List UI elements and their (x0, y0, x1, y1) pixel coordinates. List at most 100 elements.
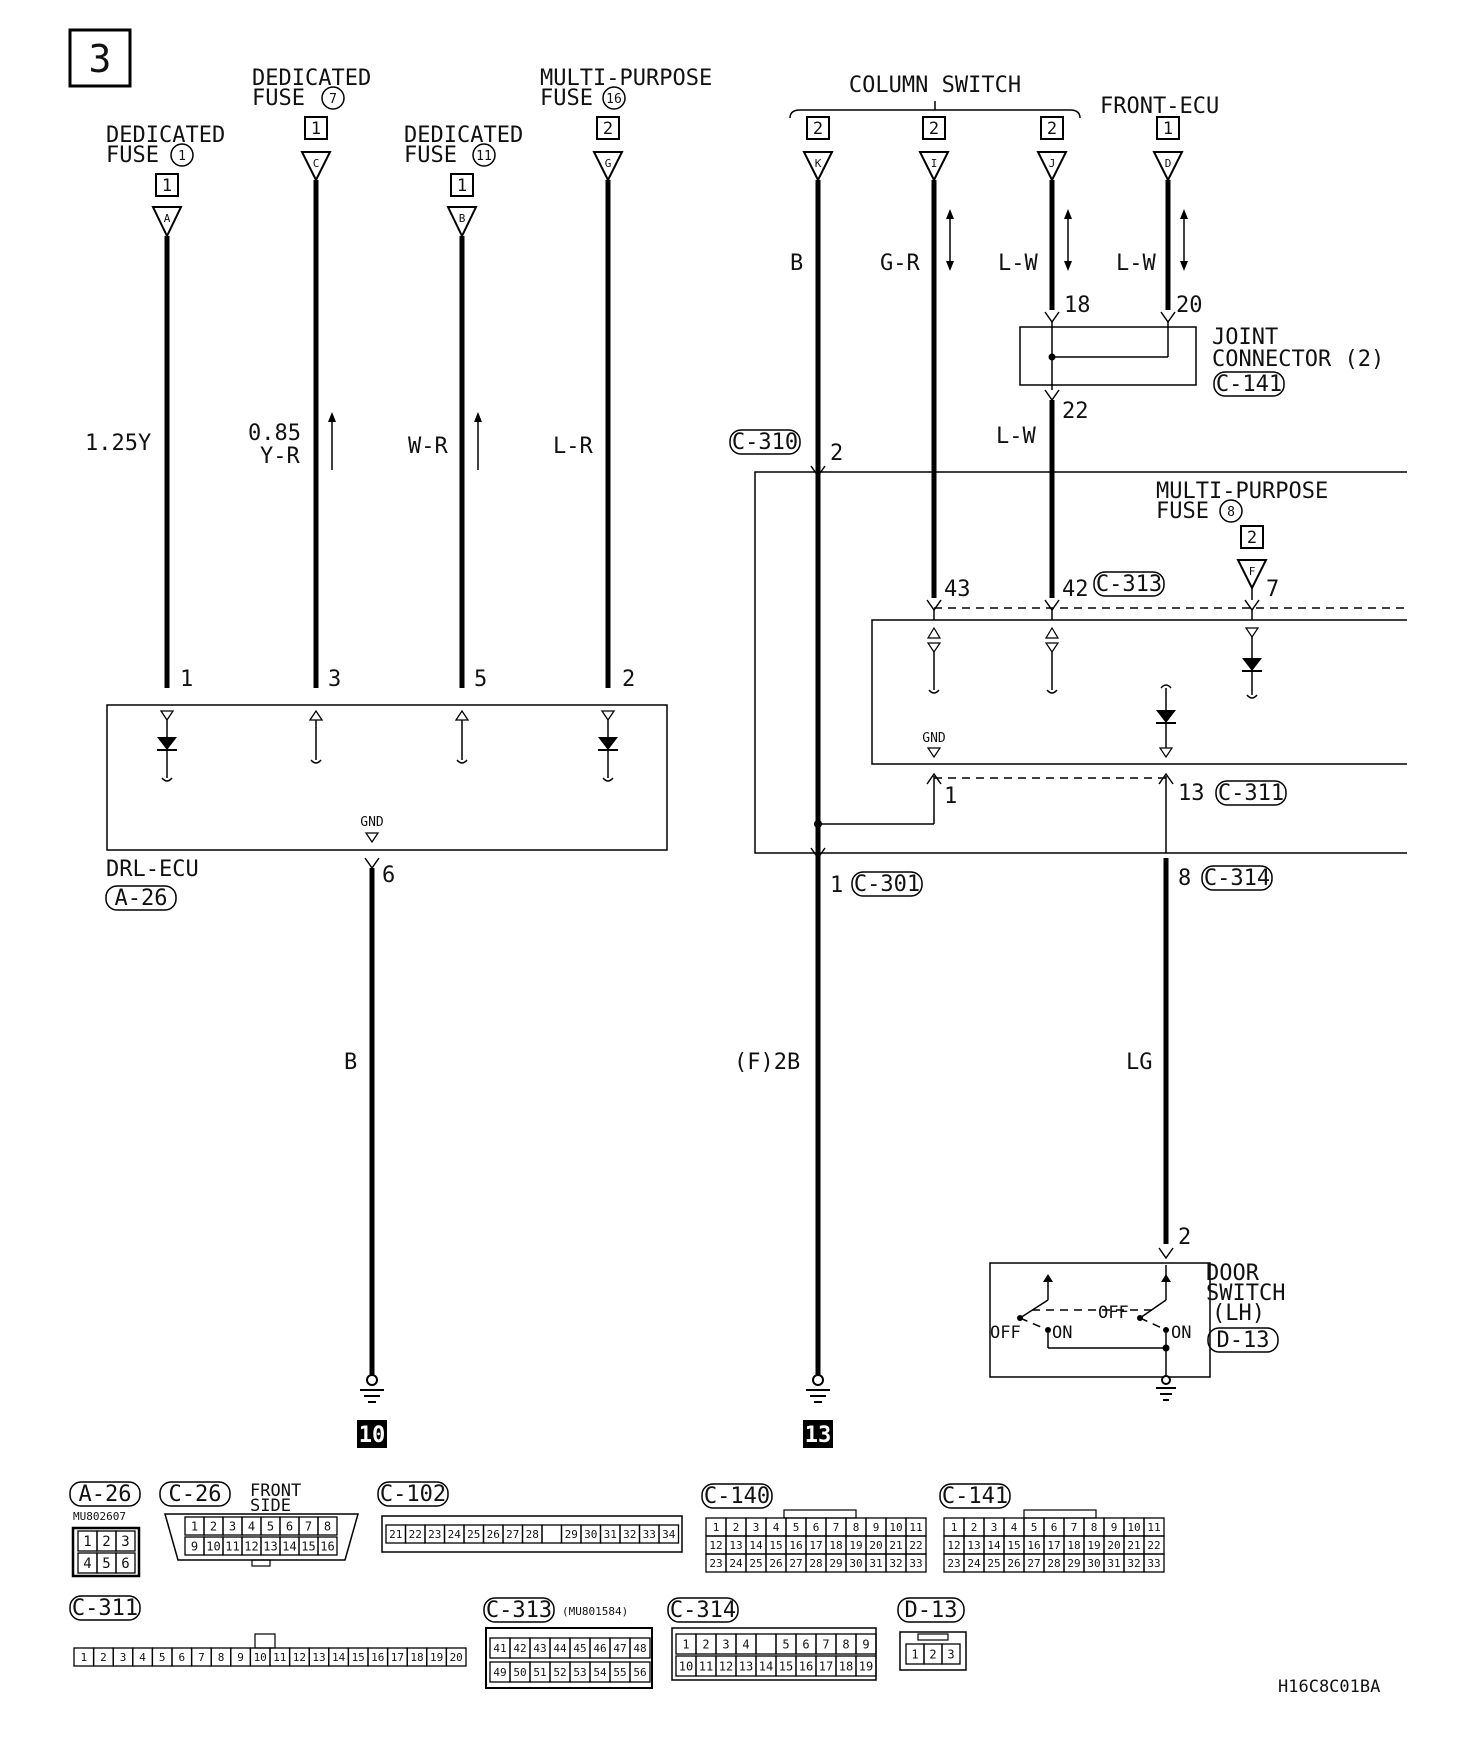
connector-pin-number: 31 (869, 1557, 882, 1570)
connector-pin-number: 1 (83, 1534, 91, 1550)
connector-pin-number: 24 (448, 1528, 462, 1541)
svg-text:DEDICATED: DEDICATED (404, 123, 523, 148)
svg-text:G: G (605, 157, 612, 170)
svg-text:11: 11 (476, 149, 492, 164)
connector-pin-number: 12 (719, 1659, 733, 1673)
connector-pin-number: 9 (1111, 1521, 1118, 1534)
connector-pin-number: 13 (729, 1539, 742, 1552)
page-number: 3 (89, 37, 112, 81)
connector-pin-number: 25 (749, 1557, 762, 1570)
ground-symbol-left (360, 1374, 384, 1403)
svg-text:ON: ON (1171, 1323, 1191, 1343)
connector-pin-number: 1 (911, 1647, 918, 1661)
svg-text:SWITCH: SWITCH (1206, 1281, 1285, 1306)
connector-pin-number: 15 (1007, 1539, 1020, 1552)
terminal-front-ecu-d: FRONT-ECU 1 D (1100, 94, 1219, 183)
connector-pin-number: 2 (100, 1651, 107, 1664)
connector-pin-number: 12 (293, 1651, 306, 1664)
svg-text:FRONT: FRONT (250, 1481, 301, 1501)
svg-text:CONNECTOR (2): CONNECTOR (2) (1212, 347, 1384, 372)
svg-text:42: 42 (1062, 577, 1089, 602)
svg-text:L-W: L-W (996, 424, 1036, 449)
connector-pin-number: 2 (733, 1521, 740, 1534)
svg-text:DOOR: DOOR (1206, 1261, 1260, 1286)
connector-pin-number: 4 (83, 1556, 91, 1572)
connector-pin-cell (629, 1661, 651, 1683)
svg-text:3: 3 (328, 667, 341, 692)
connector-pin-number: 16 (789, 1539, 802, 1552)
connector-pin-number: 15 (779, 1659, 793, 1673)
connector-pin-number: 22 (1147, 1539, 1160, 1552)
svg-text:MU802607: MU802607 (73, 1510, 126, 1523)
ground-symbol-right (806, 1374, 830, 1403)
svg-text:10: 10 (359, 1423, 386, 1448)
connector-pin-number: 47 (613, 1642, 626, 1655)
connector-pin-number: 11 (699, 1659, 713, 1673)
connector-pin-number: 19 (1087, 1539, 1100, 1552)
connector-pin-number: 21 (889, 1539, 902, 1552)
terminal-column-switch-j: 2 J (1036, 116, 1068, 183)
connector-pin-number: 25 (467, 1528, 480, 1541)
svg-text:J: J (1049, 157, 1056, 170)
connector-pin-number: 42 (513, 1642, 526, 1655)
connector-pin-number: 13 (967, 1539, 980, 1552)
page-number-box: 3 (68, 28, 132, 88)
connector-pin-number: 49 (493, 1666, 506, 1679)
svg-text:1: 1 (830, 873, 843, 898)
connector-pin-number: 18 (829, 1539, 842, 1552)
terminal-multi-purpose-fuse-16: MULTI-PURPOSE FUSE 16 2 G (540, 66, 712, 183)
connector-pin-number: 2 (702, 1637, 709, 1651)
connector-pin-number: 30 (849, 1557, 862, 1570)
connector-pin-number: 15 (301, 1539, 315, 1553)
connector-pin-number: 8 (853, 1521, 860, 1534)
connector-pin-number: 27 (1027, 1557, 1040, 1570)
figure-code: H16C8C01BA (1278, 1677, 1380, 1697)
connector-pin-number: 23 (947, 1557, 960, 1570)
svg-text:(MU801584): (MU801584) (562, 1605, 628, 1618)
door-switch-box: OFF ON OFF ON (989, 1247, 1211, 1378)
drl-ecu-code: A-26 (115, 886, 168, 911)
connector-pin-number: 22 (909, 1539, 922, 1552)
connector-pin-number: 17 (1047, 1539, 1060, 1552)
svg-text:20: 20 (1176, 293, 1203, 318)
connector-pin-number: 15 (352, 1651, 365, 1664)
connector-pin-number: 23 (709, 1557, 722, 1570)
connector-pin-number: 27 (506, 1528, 519, 1541)
svg-text:C-102: C-102 (380, 1482, 446, 1507)
svg-text:2: 2 (929, 119, 939, 139)
svg-text:C-313: C-313 (486, 1598, 552, 1623)
connector-pin-cell (941, 1643, 961, 1665)
connector-pin-number: 5 (793, 1521, 800, 1534)
connector-pin-number: 17 (819, 1659, 833, 1673)
svg-text:1: 1 (457, 176, 467, 196)
connector-pin-number: 28 (1047, 1557, 1060, 1570)
connector-pin-number: 26 (487, 1528, 500, 1541)
connector-pin-cell (905, 1553, 927, 1573)
connector-pin-number: 11 (225, 1539, 239, 1553)
svg-text:C-311: C-311 (72, 1596, 138, 1621)
connector-pin-number: 27 (789, 1557, 802, 1570)
connector-pin-number: 26 (769, 1557, 782, 1570)
svg-text:L-W: L-W (998, 251, 1038, 276)
svg-text:7: 7 (1266, 577, 1279, 602)
connector-pin-number: 25 (987, 1557, 1000, 1570)
connector-pin-number: 10 (889, 1521, 902, 1534)
svg-text:Y-R: Y-R (260, 444, 300, 469)
svg-text:6: 6 (382, 863, 395, 888)
svg-text:C-140: C-140 (704, 1484, 770, 1509)
connector-pin-number: 6 (802, 1637, 809, 1651)
connector-pin-number: 29 (829, 1557, 842, 1570)
connector-pin-number: 2 (971, 1521, 978, 1534)
svg-text:F: F (1249, 565, 1256, 578)
terminal-dedicated-fuse-11: DEDICATED FUSE 11 1 B (404, 123, 523, 239)
connector-pin-number: 18 (1067, 1539, 1080, 1552)
connector-pin-number: 6 (178, 1651, 185, 1664)
connector-pin-number: 48 (633, 1642, 646, 1655)
connector-pin-number: 10 (1127, 1521, 1140, 1534)
connector-pin-number: 14 (987, 1539, 1001, 1552)
svg-text:2: 2 (1178, 1225, 1191, 1250)
connector-ref-c310: C-310 (732, 430, 798, 455)
connector-pin-number: 18 (839, 1659, 853, 1673)
svg-text:D-13: D-13 (905, 1598, 958, 1623)
